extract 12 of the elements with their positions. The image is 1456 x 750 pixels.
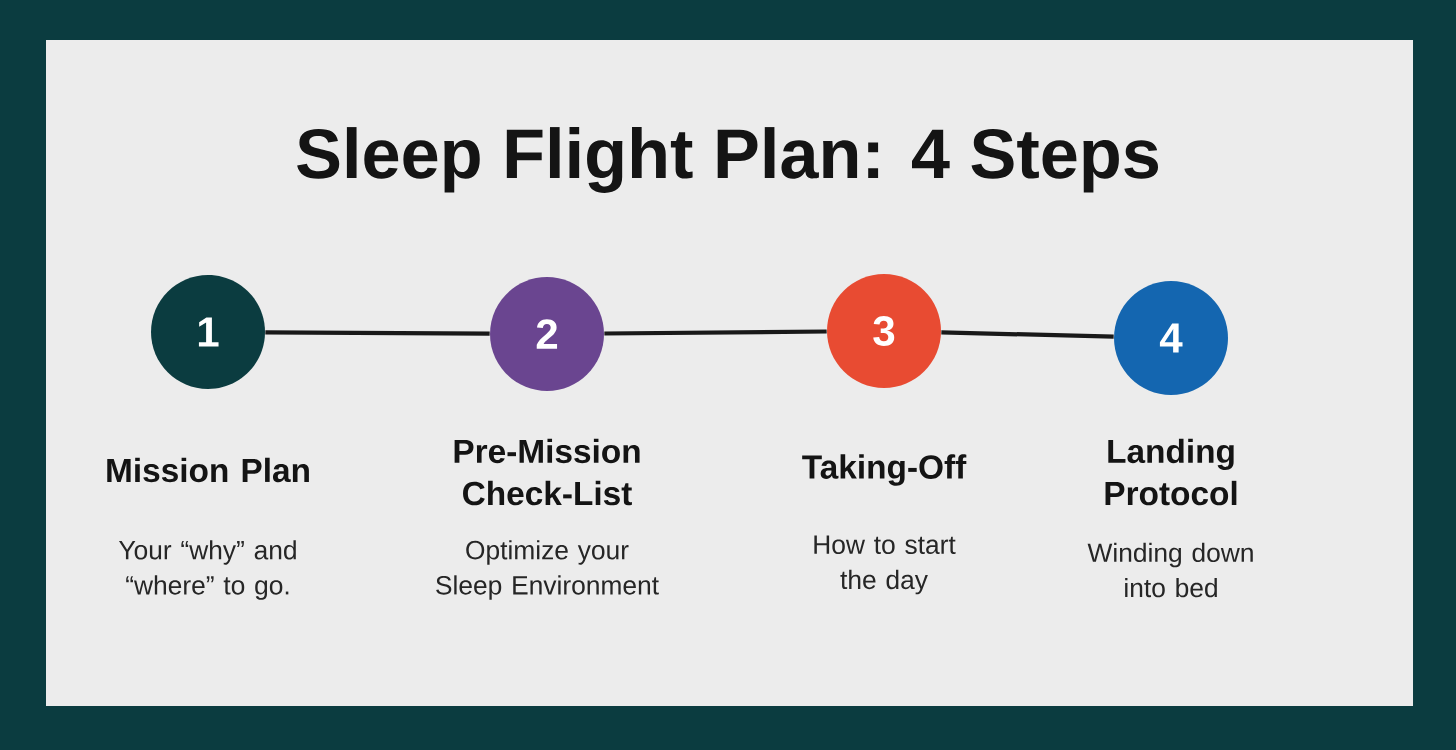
step-heading: Mission Plan [107, 457, 309, 483]
step-description: Your “why” and “where” to go. [118, 540, 296, 600]
step-description: Optimize your Sleep Environment [436, 540, 659, 600]
step-description: Winding down into bed [1087, 542, 1253, 598]
step-heading: Landing Protocol [1105, 438, 1237, 506]
step-heading: Taking-Off [802, 454, 967, 486]
connector-line [265, 330, 490, 336]
connector-line [604, 329, 827, 336]
title: Sleep Flight Plan: 4 Steps [297, 127, 1158, 193]
connector-line [941, 330, 1114, 339]
step-description: How to start the day [814, 535, 956, 595]
step-heading: Pre-Mission Check-List [454, 438, 640, 506]
